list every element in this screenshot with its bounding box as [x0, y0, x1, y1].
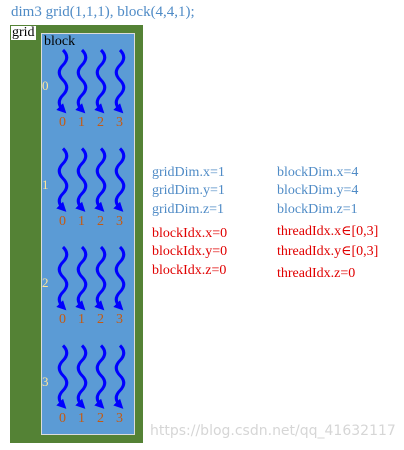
info-line: threadIdx.y∈[0,3]	[277, 244, 379, 259]
wavy-arrow-icon	[94, 344, 107, 409]
thread-index-label: 1	[78, 312, 85, 327]
info-line: gridDim.y=1	[152, 183, 225, 198]
wavy-arrow-icon	[94, 48, 107, 114]
info-line: gridDim.z=1	[152, 202, 225, 217]
block-label: block	[44, 34, 76, 49]
thread-index-label: 1	[78, 213, 85, 229]
thread-index-label: 3	[116, 410, 123, 426]
wavy-arrow-icon	[113, 245, 126, 311]
thread-index-label: 0	[59, 410, 66, 426]
thread-index-label: 0	[59, 213, 66, 229]
wavy-arrow-icon	[94, 245, 107, 311]
info-line: blockIdx.x=0	[152, 226, 228, 241]
block-row-index: 1	[42, 176, 49, 192]
wavy-arrow-icon	[113, 344, 126, 409]
thread-index-label: 3	[116, 115, 123, 130]
thread-index-label: 0	[59, 115, 66, 130]
thread-index-label: 2	[97, 410, 104, 426]
thread-index-label: 3	[116, 312, 123, 327]
wavy-arrow-icon	[113, 147, 126, 212]
thread-index-label: 3	[116, 213, 123, 229]
wavy-arrow-icon	[56, 48, 69, 114]
wavy-arrow-icon	[75, 147, 88, 212]
grid-label: grid	[11, 25, 36, 40]
info-line: blockDim.z=1	[277, 202, 358, 217]
wavy-arrow-icon	[56, 344, 69, 409]
info-line: blockIdx.z=0	[152, 263, 227, 278]
wavy-arrow-icon	[56, 147, 69, 212]
wavy-arrow-icon	[113, 48, 126, 114]
wavy-arrow-icon	[75, 344, 88, 409]
wavy-arrow-icon	[56, 245, 69, 311]
info-line: blockIdx.y=0	[152, 244, 228, 259]
info-line: threadIdx.x∈[0,3]	[277, 224, 379, 239]
wavy-arrow-icon	[94, 147, 107, 212]
block-row-index: 3	[42, 373, 49, 389]
thread-index-label: 1	[78, 115, 85, 130]
block-row-index: 0	[42, 78, 49, 93]
thread-index-label: 2	[97, 213, 104, 229]
info-line: gridDim.x=1	[152, 165, 225, 180]
thread-index-label: 2	[97, 115, 104, 130]
thread-index-label: 2	[97, 312, 104, 327]
thread-arrows	[56, 48, 126, 409]
diagram-title: dim3 grid(1,1,1), block(4,4,1);	[11, 4, 195, 20]
info-line: blockDim.x=4	[277, 165, 359, 180]
watermark: https://blog.csdn.net/qq_41632117	[150, 423, 396, 439]
wavy-arrow-icon	[75, 245, 88, 311]
thread-index-label: 1	[78, 410, 85, 426]
info-line: blockDim.y=4	[277, 183, 359, 198]
block-row-index: 2	[42, 275, 49, 290]
wavy-arrow-icon	[75, 48, 88, 114]
thread-index-label: 0	[59, 312, 66, 327]
info-line: threadIdx.z=0	[277, 266, 356, 281]
